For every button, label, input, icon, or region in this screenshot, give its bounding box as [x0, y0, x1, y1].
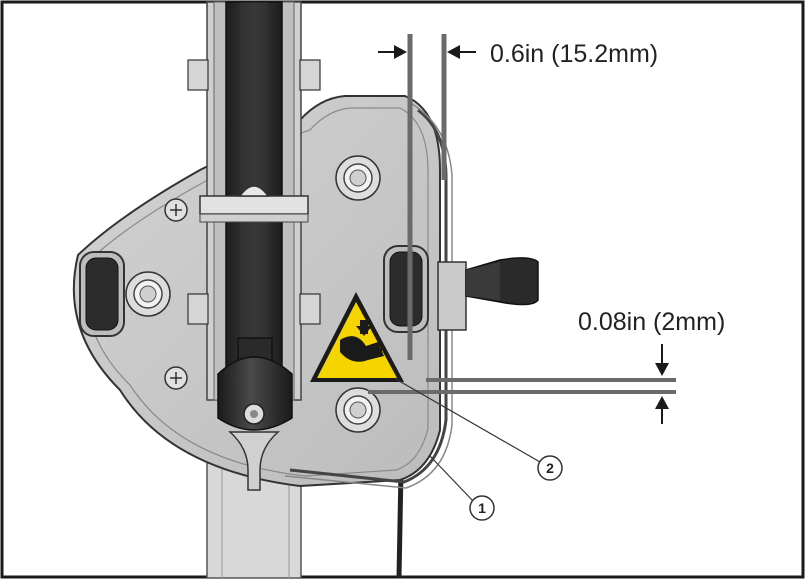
- bolt-lower-right: [335, 387, 381, 433]
- callout-1-number: 1: [478, 500, 486, 516]
- horizontal-gap-guide: [378, 34, 476, 360]
- cable: [396, 469, 404, 579]
- bolt-middle-left: [125, 271, 171, 317]
- callout-2: 2: [393, 377, 563, 481]
- vertical-rail: [187, 1, 321, 401]
- callout-2-number: 2: [546, 460, 554, 476]
- side-knob: [437, 257, 539, 331]
- horizontal-gap-label: 0.6in (15.2mm): [490, 40, 658, 68]
- screw-upper-left: [164, 198, 188, 222]
- handle-knob-icon: [217, 337, 293, 491]
- callout-1: 1: [429, 455, 495, 521]
- pinch-hazard-warning-icon: [310, 292, 404, 382]
- bolt-upper-right: [335, 155, 381, 201]
- right-grip-slot: [383, 245, 429, 333]
- left-grip-slot: [79, 251, 125, 337]
- screw-lower-left: [164, 366, 188, 390]
- vertical-gap-label: 0.08in (2mm): [578, 308, 725, 336]
